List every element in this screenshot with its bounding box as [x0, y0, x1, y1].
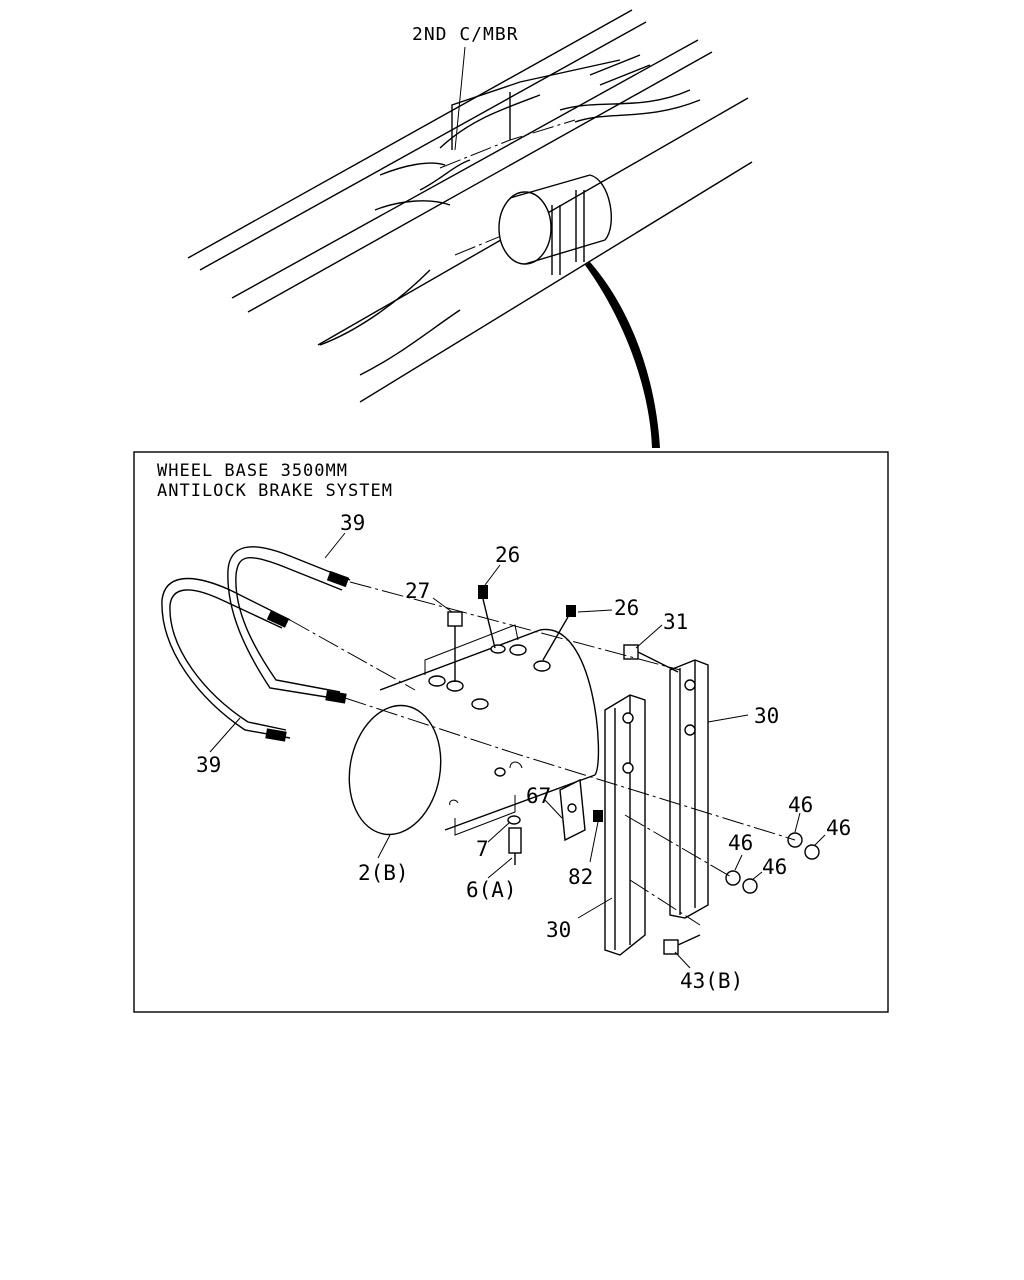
frame-view: [187, 9, 753, 403]
callout-27: 27: [405, 579, 430, 603]
plug-26-left: [478, 585, 496, 649]
callout-26-right: 26: [614, 596, 639, 620]
channel-bracket-right: [669, 659, 709, 919]
channel-bracket-left: [604, 694, 646, 956]
air-tank: [348, 624, 600, 836]
fitting-27: [447, 611, 463, 682]
u-bolt-upper: [227, 546, 351, 704]
bolt-31: [623, 644, 679, 673]
detail-box-border: [133, 451, 889, 1013]
leader-lines: [209, 532, 826, 969]
callout-39-top: 39: [340, 511, 365, 535]
callout-31: 31: [663, 610, 688, 634]
detail-title-line1: WHEEL BASE 3500MM: [157, 461, 348, 481]
callout-43b: 43(B): [680, 969, 743, 993]
callout-7: 7: [476, 837, 489, 861]
callout-2b: 2(B): [358, 861, 409, 885]
callout-46-a: 46: [788, 793, 813, 817]
callout-26-left: 26: [495, 543, 520, 567]
crossmember-label: 2ND C/MBR: [412, 24, 519, 45]
nut-46-d: [742, 878, 758, 894]
callout-67: 67: [526, 784, 551, 808]
bracket-67: [559, 778, 603, 842]
drain-valve: [507, 815, 522, 865]
callout-30-right: 30: [754, 704, 779, 728]
nut-46-b: [804, 844, 820, 860]
centre-lines: [289, 581, 796, 926]
u-bolt-lower: [161, 577, 291, 742]
callout-39-bottom: 39: [196, 753, 221, 777]
callout-30-left: 30: [546, 918, 571, 942]
callout-46-d: 46: [762, 855, 787, 879]
callout-6a: 6(A): [466, 878, 517, 902]
callout-46-b: 46: [826, 816, 851, 840]
bolt-43b: [663, 934, 701, 955]
detail-pointer-arrow: [585, 262, 660, 448]
detail-title-line2: ANTILOCK BRAKE SYSTEM: [157, 481, 393, 501]
callout-46-c: 46: [728, 831, 753, 855]
callout-82: 82: [568, 865, 593, 889]
plug-26-right: [542, 605, 576, 661]
